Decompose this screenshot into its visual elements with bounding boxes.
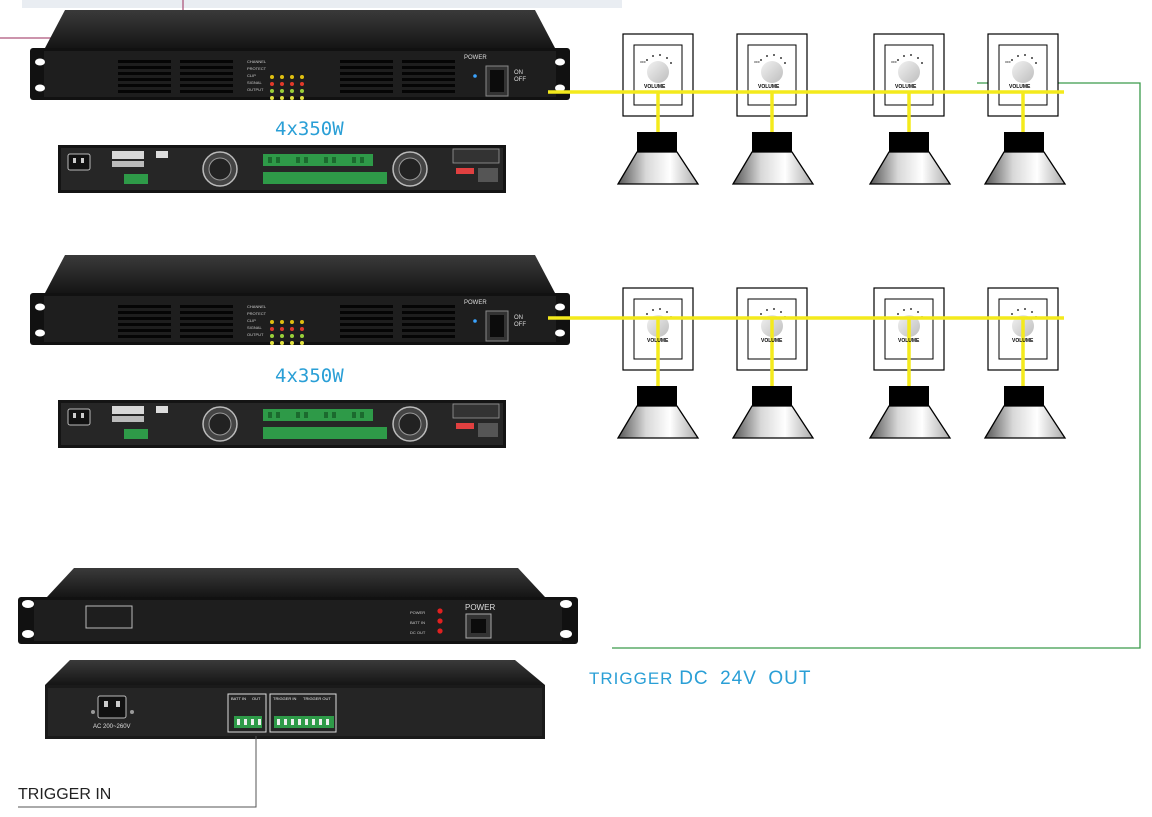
- volume-off-label: OFF: [891, 60, 897, 64]
- amplifier-front-panel: [29, 9, 571, 101]
- top-strip: [22, 0, 622, 8]
- psu-terminal-label: TRIGGER OUT: [303, 696, 331, 701]
- amp-power-text: POWER: [464, 55, 487, 61]
- speaker-line: [548, 90, 1064, 386]
- power-supply-front-panel: [18, 568, 578, 644]
- volume-label: VOLUME: [1012, 338, 1034, 344]
- volume-label: VOLUME: [758, 84, 780, 90]
- horn-speaker: [984, 131, 1066, 185]
- horn-speaker: [617, 385, 699, 439]
- trigger-in-label: TRIGGER IN: [18, 786, 112, 803]
- amp-switch-on-text: ON: [514, 315, 523, 321]
- amplifier-front-panel: [29, 254, 571, 346]
- amp-switch-on-text: ON: [514, 70, 523, 76]
- amp-indicator-labels: CHANNEL PROTECT CLIP SIGNAL OUTPUT: [247, 59, 267, 92]
- volume-label: VOLUME: [898, 338, 920, 344]
- amp-power-text: POWER: [464, 300, 487, 306]
- psu-terminal-label: TRIGGER IN: [273, 696, 297, 701]
- volume-label: VOLUME: [761, 338, 783, 344]
- volume-off-label: OFF: [640, 60, 646, 64]
- trigger-out-label: TRIGGER DC 24V OUT: [589, 668, 812, 689]
- volume-label: VOLUME: [644, 84, 666, 90]
- horn-speaker: [732, 131, 814, 185]
- amp-indicator-labels: CHANNEL PROTECT CLIP SIGNAL OUTPUT: [247, 304, 267, 337]
- psu-terminal-label: BATT IN: [231, 696, 246, 701]
- trigger-in-line: [18, 736, 257, 808]
- volume-label: VOLUME: [647, 338, 669, 344]
- horn-speaker: [617, 131, 699, 185]
- amplifier-rear-panel: [57, 144, 507, 194]
- psu-ac-input-label: AC 200~260V: [93, 724, 131, 730]
- volume-label: VOLUME: [1009, 84, 1031, 90]
- psu-led-labels: POWER BATT IN DC OUT: [410, 610, 426, 635]
- amplifier-rear-panel: [57, 399, 507, 449]
- amplifier-power-label: 4x350W: [275, 365, 344, 387]
- power-supply-rear-panel: [45, 660, 545, 739]
- horn-speaker: [984, 385, 1066, 439]
- psu-power-text: POWER: [465, 603, 496, 612]
- horn-speaker: [732, 385, 814, 439]
- amp-switch-off-text: OFF: [514, 322, 526, 328]
- amp-switch-off-text: OFF: [514, 77, 526, 83]
- psu-terminal-label: OUT: [252, 696, 261, 701]
- amplifier-power-label: 4x350W: [275, 118, 344, 140]
- horn-speaker: [869, 385, 951, 439]
- volume-off-label: OFF: [754, 60, 760, 64]
- horn-speaker: [869, 131, 951, 185]
- volume-off-label: OFF: [1005, 60, 1011, 64]
- volume-label: VOLUME: [895, 84, 917, 90]
